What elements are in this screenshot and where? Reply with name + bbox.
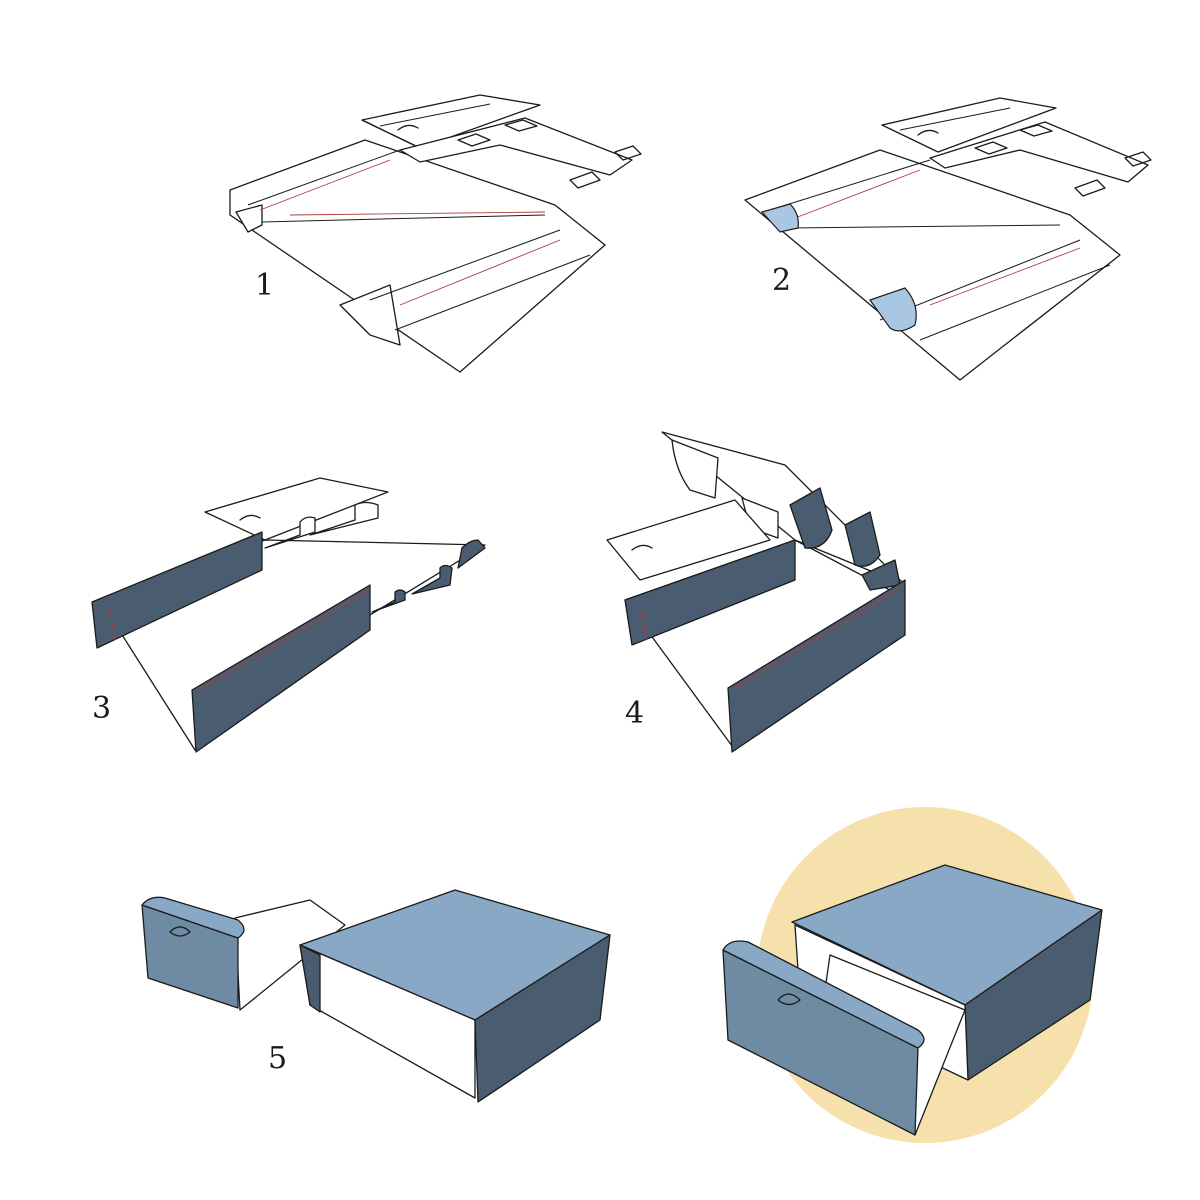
sleeve-side bbox=[474, 934, 611, 1103]
step-3-label: 3 bbox=[92, 691, 111, 726]
step-1-flat-blank bbox=[229, 94, 642, 373]
left-wall-4 bbox=[624, 539, 796, 646]
glue-area-left bbox=[760, 203, 799, 233]
step-5-label: 5 bbox=[268, 1041, 287, 1076]
step-1-label: 1 bbox=[255, 268, 274, 303]
final-assembled-box bbox=[722, 807, 1103, 1143]
front-wall-4 bbox=[727, 579, 906, 753]
left-wall bbox=[91, 531, 263, 649]
glue-area-bottom bbox=[869, 287, 917, 332]
step-2-label: 2 bbox=[772, 263, 791, 298]
step-2-glue-blank bbox=[744, 97, 1152, 381]
step-4-lid-folding bbox=[606, 431, 906, 753]
front-wall bbox=[191, 584, 371, 753]
step-4-label: 4 bbox=[625, 696, 644, 731]
step-3-walls-folded bbox=[91, 477, 486, 753]
step-5-drawer-and-sleeve bbox=[141, 889, 611, 1103]
